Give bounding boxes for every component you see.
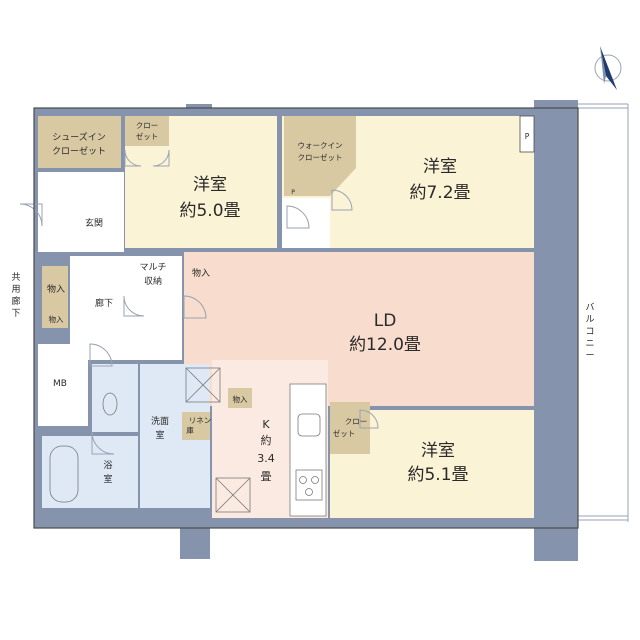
washroom-label-1: 洗面: [151, 415, 169, 427]
bath-label-2: 室: [103, 473, 112, 485]
doors: [19, 149, 379, 455]
shoes-closet-label-1: シューズイン: [52, 131, 106, 143]
svg-text:ル: ル: [585, 315, 594, 325]
walkin-label-2: クローゼット: [298, 152, 343, 162]
multi-storage-label-1: マルチ: [139, 262, 166, 273]
closet-top-label-1: クロー: [136, 121, 159, 130]
storage-label-b: 物入: [47, 283, 65, 295]
entrance-floor: [38, 172, 124, 252]
pipe-space-small-label: P: [291, 189, 295, 196]
closet-bottom-label-1: クロー: [345, 417, 368, 426]
bath-floor: [42, 436, 138, 508]
common-corridor-label: 共 用 廊 下: [11, 272, 20, 319]
linen-floor: [182, 412, 210, 440]
storage-label-c: 物入: [49, 314, 64, 324]
storage-floor-b: [42, 266, 68, 328]
entrance-label: 玄関: [85, 217, 103, 229]
storage-label-d: 物入: [233, 394, 248, 404]
balcony-railing: [578, 103, 629, 522]
svg-text:バ: バ: [585, 302, 594, 313]
mb-label: MB: [53, 379, 67, 389]
linen-label-2: 庫: [186, 425, 194, 435]
corridor-label: 廊下: [95, 297, 113, 309]
mb-floor: [38, 344, 88, 426]
walkin-closet-floor: [284, 116, 356, 196]
multi-storage-label-2: 収納: [144, 275, 162, 287]
closet-bottom-label-2: ゼット: [333, 428, 356, 438]
shoes-closet-floor: [38, 116, 121, 168]
svg-text:共: 共: [11, 272, 20, 283]
kitchen-label-4: 畳: [261, 470, 272, 483]
linen-label-1: リネン: [189, 416, 212, 425]
kitchen-label-3: 3.4: [257, 452, 275, 465]
room2-name: 洋室: [423, 157, 457, 177]
room1-size: 約5.0畳: [179, 201, 240, 221]
shoes-closet-label-2: クローゼット: [52, 145, 106, 157]
storage-label-a: 物入: [192, 267, 210, 279]
kitchen-label-1: K: [262, 418, 270, 431]
closet-top-label-2: ゼット: [136, 131, 159, 141]
room2-size: 約7.2畳: [409, 183, 470, 203]
svg-text:用: 用: [11, 284, 20, 295]
svg-text:下: 下: [11, 309, 20, 319]
svg-text:廊: 廊: [11, 295, 20, 307]
north-arrow-icon: [594, 46, 622, 90]
pipe-space-top-label: P: [525, 132, 530, 141]
svg-text:ー: ー: [585, 351, 594, 361]
svg-text:コ: コ: [585, 327, 594, 337]
toilet-floor: [92, 364, 138, 432]
svg-text:ニ: ニ: [585, 339, 594, 349]
fixtures: [49, 367, 323, 513]
kitchen-label-2: 約: [261, 433, 272, 447]
room1-name: 洋室: [193, 175, 227, 195]
balcony-label: バ ル コ ニ ー: [585, 302, 594, 361]
room3-size: 約5.1畳: [407, 465, 468, 485]
ld-name: LD: [374, 311, 397, 331]
bath-label-1: 浴: [103, 460, 112, 471]
walkin-label-1: ウォークイン: [298, 141, 343, 150]
storage-floor-c: [228, 388, 252, 408]
room3-name: 洋室: [421, 441, 455, 461]
ld-size: 約12.0畳: [349, 335, 421, 355]
washroom-label-2: 室: [155, 429, 164, 441]
corridor-floor: [70, 256, 182, 360]
